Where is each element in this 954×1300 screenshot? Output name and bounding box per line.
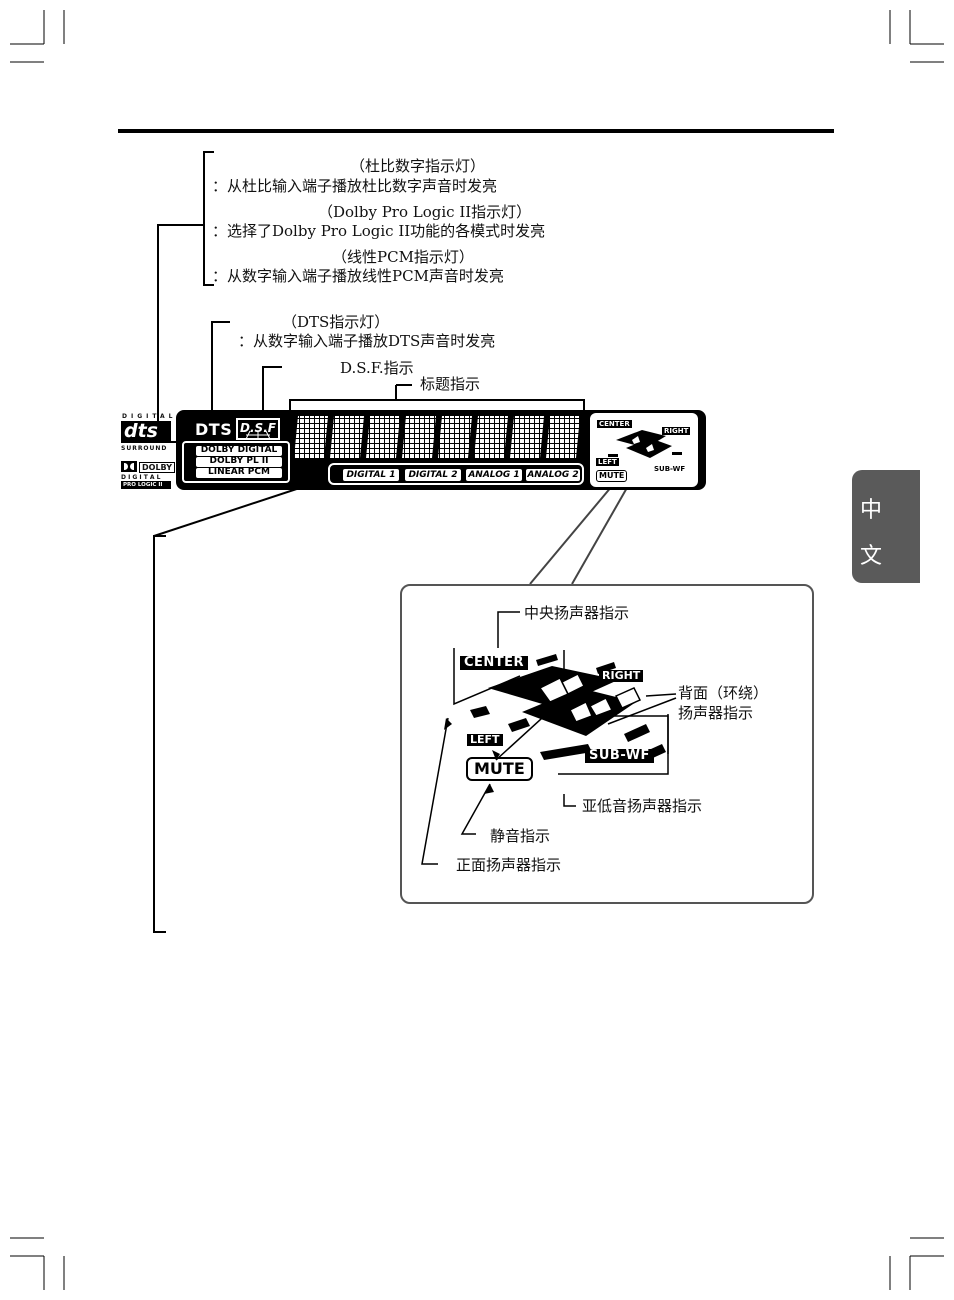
left-indicator: LEFT: [467, 734, 503, 746]
linear-pcm-indicator: LINEAR PCM: [196, 468, 282, 478]
callout-center-label: 中央扬声器指示: [524, 604, 630, 622]
callout-front-label: 正面扬声器指示: [456, 856, 562, 874]
dolby-pl2-indicator: DOLBY PL II: [196, 457, 282, 467]
pl2-desc: ：选择了Dolby Pro Logic II功能的各模式时发亮: [212, 222, 546, 240]
dolby-indicator-group: [182, 441, 290, 483]
small-left-label: LEFT: [596, 458, 619, 466]
input-analog-1: ANALOG 1: [466, 469, 522, 481]
dolby-digital-title: （杜比数字指示灯）: [350, 157, 486, 175]
input-analog-2: ANALOG 2: [526, 469, 580, 481]
sub-wf-indicator: SUB-WF: [585, 749, 654, 763]
small-right-label: RIGHT: [662, 427, 691, 435]
center-indicator: CENTER: [460, 656, 529, 670]
language-side-tab: 中 文: [852, 470, 920, 583]
callout-mute-label: 静音指示: [490, 827, 551, 845]
callout-rear-label-2: 扬声器指示: [678, 704, 754, 722]
linear-pcm-desc: ：从数字输入端子播放线性PCM声音时发亮: [212, 267, 504, 285]
side-tab-char-2: 文: [860, 544, 883, 569]
dts-desc: ：从数字输入端子播放DTS声音时发亮: [238, 332, 496, 350]
pl2-title: （Dolby Pro Logic II指示灯）: [318, 203, 532, 221]
right-indicator: RIGHT: [599, 670, 644, 682]
pro-logic-logo-bar: [121, 481, 171, 489]
small-speaker-icons: [608, 430, 682, 458]
dolby-digital-indicator: DOLBY DIGITAL: [196, 446, 282, 456]
input-indicator-frame: [328, 463, 584, 485]
pro-logic-logo: PRO LOGIC II: [123, 482, 163, 488]
dolby-dd-icon: [121, 461, 137, 472]
small-mute-label: MUTE: [596, 470, 628, 482]
callout-sub-label: 亚低音扬声器指示: [582, 797, 703, 815]
dts-title: （DTS指示灯）: [282, 313, 390, 331]
side-tab-char-1: 中: [860, 498, 883, 523]
title-dot-matrix: [294, 416, 580, 458]
mute-indicator: MUTE: [466, 757, 533, 781]
small-center-label: CENTER: [597, 420, 632, 428]
callout-rear-label-1: 背面（环绕）: [678, 684, 769, 702]
title-indicator-annotation: 标题指示: [420, 375, 481, 393]
dsf-grid-icon: [242, 430, 274, 440]
dolby-digital-desc: ：从杜比输入端子播放杜比数字声音时发亮: [212, 177, 498, 195]
dts-indicator: DTS: [195, 420, 233, 439]
dolby-logo-word: DOLBY: [139, 462, 175, 473]
dts-logo: [121, 421, 171, 443]
small-subwf-label: SUB-WF: [654, 465, 686, 473]
linear-pcm-title: （线性PCM指示灯）: [332, 248, 474, 266]
callout-diagram: [421, 611, 677, 865]
dts-logo-bottom: SURROUND: [121, 445, 168, 452]
dolby-logo-digital: D I G I T A L: [121, 474, 161, 481]
dts-logo-top: DIGITAL: [122, 413, 177, 420]
dsf-annotation: D.S.F.指示: [340, 359, 414, 377]
input-digital-2: DIGITAL 2: [405, 469, 461, 481]
dts-logo-mark: dts: [124, 420, 158, 442]
input-digital-1: DIGITAL 1: [343, 469, 399, 481]
